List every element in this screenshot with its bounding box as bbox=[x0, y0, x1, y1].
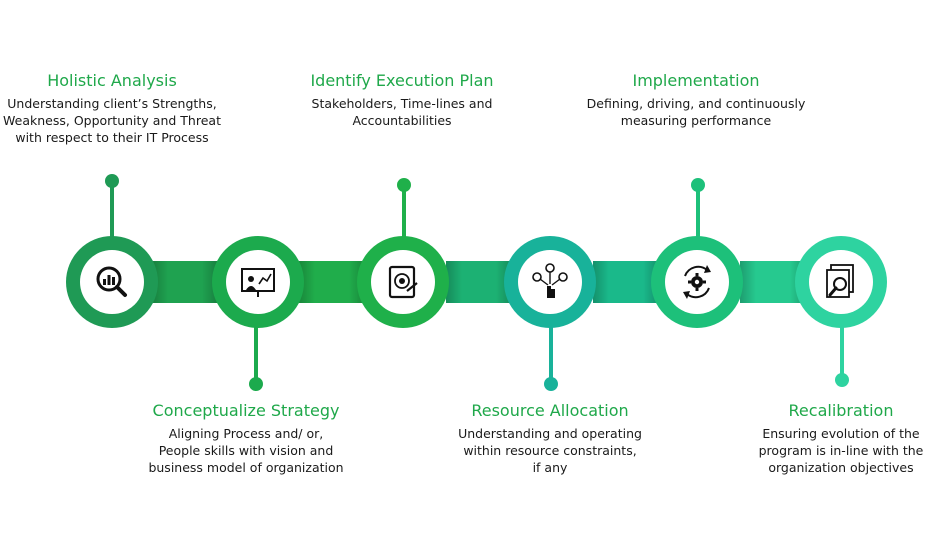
step-2-title: Conceptualize Strategy bbox=[152, 401, 340, 420]
presentation-board-icon bbox=[241, 268, 275, 297]
step-5-label: Implementation Defining, driving, and co… bbox=[566, 70, 826, 129]
step-2-description: Aligning Process and/ or, People skills … bbox=[148, 426, 344, 475]
step-3-title: Identify Execution Plan bbox=[310, 71, 494, 90]
stem-2 bbox=[254, 326, 258, 384]
stem-6 bbox=[840, 326, 844, 380]
people-network-icon bbox=[532, 263, 568, 298]
step-1-node bbox=[66, 236, 158, 328]
dot-3 bbox=[397, 178, 411, 192]
step-6-title: Recalibration bbox=[788, 401, 894, 420]
step-3-description: Stakeholders, Time-lines and Accountabil… bbox=[311, 96, 493, 128]
connector-3-4 bbox=[446, 261, 512, 303]
step-2-label: Conceptualize Strategy Aligning Process … bbox=[126, 400, 366, 476]
step-4-node bbox=[504, 236, 596, 328]
dot-4 bbox=[544, 377, 558, 391]
stem-5 bbox=[696, 190, 700, 238]
step-1-label: Holistic Analysis Understanding client’s… bbox=[0, 70, 224, 146]
gear-cycle-icon bbox=[683, 265, 711, 299]
step-6-description: Ensuring evolution of the program is in-… bbox=[758, 426, 924, 475]
step-2-node bbox=[212, 236, 304, 328]
connector-4-5 bbox=[593, 261, 659, 303]
step-5-node bbox=[651, 236, 743, 328]
connector-2-3 bbox=[299, 261, 365, 303]
stem-4 bbox=[549, 326, 553, 384]
target-plan-icon bbox=[388, 265, 418, 299]
dot-5 bbox=[691, 178, 705, 192]
step-1-description: Understanding client’s Strengths, Weakne… bbox=[3, 96, 221, 145]
stem-1 bbox=[110, 184, 114, 238]
step-6-node bbox=[795, 236, 887, 328]
magnifier-chart-icon bbox=[96, 266, 127, 297]
dot-1 bbox=[105, 174, 119, 188]
stem-3 bbox=[402, 190, 406, 238]
step-4-label: Resource Allocation Understanding and op… bbox=[430, 400, 670, 476]
dot-2 bbox=[249, 377, 263, 391]
step-4-title: Resource Allocation bbox=[471, 401, 629, 420]
document-search-icon bbox=[826, 264, 854, 298]
step-3-node bbox=[357, 236, 449, 328]
step-1-title: Holistic Analysis bbox=[47, 71, 177, 90]
connector-1-2 bbox=[152, 261, 218, 303]
step-3-label: Identify Execution Plan Stakeholders, Ti… bbox=[286, 70, 518, 129]
step-4-description: Understanding and operating within resou… bbox=[458, 426, 642, 475]
dot-6 bbox=[835, 373, 849, 387]
step-6-label: Recalibration Ensuring evolution of the … bbox=[740, 400, 942, 476]
step-5-description: Defining, driving, and continuously meas… bbox=[586, 96, 806, 128]
step-5-title: Implementation bbox=[632, 71, 760, 90]
